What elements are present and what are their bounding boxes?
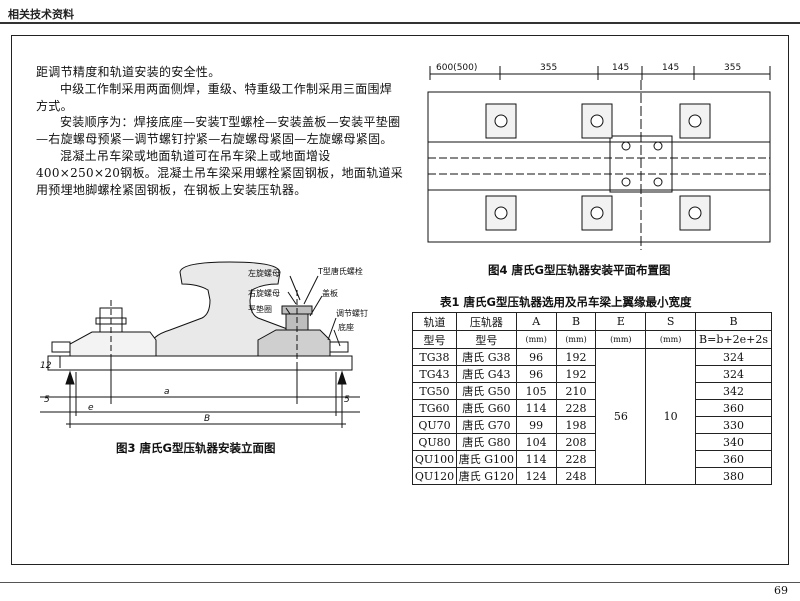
cell-model: 唐氏 G100 — [455, 450, 517, 468]
cell-model: 唐氏 G120 — [455, 467, 517, 485]
cell-b: 228 — [555, 399, 597, 417]
cell-width: 360 — [695, 399, 772, 417]
cell-b: 192 — [555, 348, 597, 366]
header-top: E — [595, 312, 647, 331]
cell-model: 唐氏 G38 — [455, 348, 517, 366]
fig3-caption: 图3 唐氏G型压轨器安装立面图 — [116, 441, 276, 455]
cell-b: 210 — [555, 382, 597, 400]
table-header-row-1: 轨道 压轨器 A B E S B — [412, 312, 772, 331]
cell-rail: TG60 — [412, 399, 457, 417]
cell-b: 192 — [555, 365, 597, 383]
cell-b: 198 — [555, 416, 597, 434]
text-para-2: 中级工作制采用两面侧焊，重级、特重级工作制采用三面围焊方式。 — [36, 81, 393, 113]
cell-rail: QU100 — [412, 450, 457, 468]
cell-rail: QU120 — [412, 467, 457, 485]
cell-rail: QU80 — [412, 433, 457, 451]
fig4-caption: 图4 唐氏G型压轨器安装平面布置图 — [488, 263, 671, 277]
cell-model: 唐氏 G50 — [455, 382, 517, 400]
cell-width: 342 — [695, 382, 772, 400]
text-line-1: 距调节精度和轨道安装的安全性。 — [36, 65, 221, 79]
table-row: TG43 唐氏 G43 96 192 324 — [412, 365, 772, 383]
page-number: 69 — [774, 584, 788, 597]
table-row: QU120 唐氏 G120 124 248 380 — [412, 467, 772, 485]
cell-rail: QU70 — [412, 416, 457, 434]
cell-width: 340 — [695, 433, 772, 451]
table-row: QU70 唐氏 G70 99 198 330 — [412, 416, 772, 434]
cell-a: 114 — [515, 450, 557, 468]
header-rule — [0, 22, 800, 24]
cell-rail: TG43 — [412, 365, 457, 383]
cell-e-merged: 56 — [595, 348, 647, 485]
table-row: TG50 唐氏 G50 105 210 342 — [412, 382, 772, 400]
table-title: 表1 唐氏G型压轨器选用及吊车梁上翼缘最小宽度 — [440, 295, 692, 309]
spec-table: 轨道 压轨器 A B E S B 型号 型号 (mm) (mm) (mm) (m… — [412, 312, 772, 485]
cell-rail: TG38 — [412, 348, 457, 366]
body-text: 距调节精度和轨道安装的安全性。 中级工作制采用两面侧焊，重级、特重级工作制采用三… — [36, 64, 404, 198]
text-para-3: 安装顺序为：焊接底座—安装T型螺栓—安装盖板—安装平垫圈—右旋螺母预紧—调节螺钉… — [36, 115, 401, 147]
header-bottom: (mm) — [645, 330, 697, 349]
cell-model: 唐氏 G80 — [455, 433, 517, 451]
cell-a: 114 — [515, 399, 557, 417]
cell-b: 228 — [555, 450, 597, 468]
header-top: A — [515, 312, 557, 331]
cell-model: 唐氏 G60 — [455, 399, 517, 417]
header-top: S — [645, 312, 697, 331]
header-bottom: 型号 — [455, 330, 517, 349]
cell-b: 208 — [555, 433, 597, 451]
header-top: B — [555, 312, 597, 331]
header-top: 轨道 — [412, 312, 457, 331]
cell-a: 124 — [515, 467, 557, 485]
cell-a: 104 — [515, 433, 557, 451]
cell-width: 324 — [695, 348, 772, 366]
cell-a: 96 — [515, 365, 557, 383]
cell-a: 96 — [515, 348, 557, 366]
cell-b: 248 — [555, 467, 597, 485]
header-bottom: (mm) — [595, 330, 647, 349]
content-frame — [11, 35, 789, 565]
table-row: TG60 唐氏 G60 114 228 360 — [412, 399, 772, 417]
cell-a: 105 — [515, 382, 557, 400]
cell-a: 99 — [515, 416, 557, 434]
cell-width: 360 — [695, 450, 772, 468]
table-row: QU100 唐氏 G100 114 228 360 — [412, 450, 772, 468]
header-bottom: 型号 — [412, 330, 457, 349]
header-bottom: (mm) — [555, 330, 597, 349]
cell-width: 330 — [695, 416, 772, 434]
table-row: TG38 唐氏 G38 96 192 56 10 324 — [412, 348, 772, 485]
table-header-row-2: 型号 型号 (mm) (mm) (mm) (mm) B=b+2e+2s — [412, 330, 772, 349]
text-para-4: 混凝土吊车梁或地面轨道可在吊车梁上或地面增设400×250×20钢板。混凝土吊车… — [36, 148, 404, 197]
cell-model: 唐氏 G43 — [455, 365, 517, 383]
header-top: B — [695, 312, 772, 331]
cell-width: 380 — [695, 467, 772, 485]
cell-s-merged: 10 — [645, 348, 697, 485]
section-header: 相关技术资料 — [8, 8, 74, 21]
cell-rail: TG50 — [412, 382, 457, 400]
table-row: QU80 唐氏 G80 104 208 340 — [412, 433, 772, 451]
header-bottom: (mm) — [515, 330, 557, 349]
cell-model: 唐氏 G70 — [455, 416, 517, 434]
footer-rule — [0, 582, 800, 583]
header-top: 压轨器 — [455, 312, 517, 331]
header-bottom: B=b+2e+2s — [695, 330, 772, 349]
cell-width: 324 — [695, 365, 772, 383]
